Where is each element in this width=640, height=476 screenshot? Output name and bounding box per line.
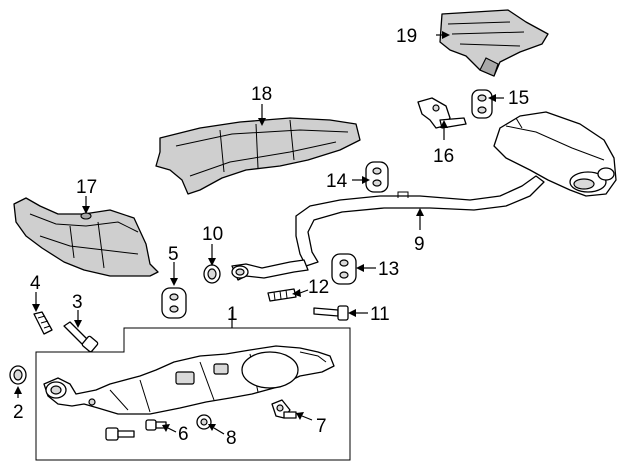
part-14-rubber-hanger [365, 161, 389, 193]
part-3-bolt [63, 321, 99, 353]
leader-lines [14, 31, 504, 435]
callout-5: 5 [168, 244, 179, 265]
part-1-converter-assembly [43, 345, 335, 415]
callout-8: 8 [226, 428, 237, 449]
part-10-gasket [203, 264, 221, 284]
callout-3: 3 [72, 292, 83, 313]
part-8-gasket [196, 414, 212, 430]
part-13-rubber-hanger [331, 253, 357, 285]
callout-19: 19 [396, 26, 417, 47]
callout-17: 17 [76, 177, 97, 198]
part-19-rear-heat-shield [439, 9, 549, 77]
part-9-center-pipe [231, 175, 545, 281]
callout-16: 16 [433, 146, 454, 167]
callout-13: 13 [378, 259, 399, 280]
callout-4: 4 [30, 273, 41, 294]
part-4-stud [33, 311, 53, 335]
callout-18: 18 [251, 84, 272, 105]
callout-labels: 19 18 15 16 14 17 9 10 5 13 12 11 4 3 1 … [13, 26, 529, 449]
callout-12: 12 [308, 277, 329, 298]
part-7-sensor [271, 399, 297, 419]
part-18-center-heat-shield [155, 117, 361, 195]
part-muffler-assembly [493, 111, 617, 197]
part-1-group-box [35, 327, 351, 461]
part-17-front-heat-shield [13, 197, 159, 277]
part-6-bolt [105, 419, 167, 441]
callout-2: 2 [13, 402, 24, 423]
callout-11: 11 [370, 304, 390, 325]
part-2-gasket [9, 365, 27, 385]
callout-15: 15 [508, 88, 529, 109]
callout-9: 9 [414, 234, 425, 255]
part-11-bolt [313, 305, 349, 321]
part-16-hanger-bracket [417, 97, 467, 129]
part-5-rubber-hanger [161, 287, 187, 319]
callout-10: 10 [202, 224, 223, 245]
callout-6: 6 [178, 424, 189, 445]
part-12-stud [267, 288, 297, 302]
part-15-rubber-hanger [471, 89, 493, 119]
callout-1: 1 [227, 304, 238, 325]
callout-7: 7 [316, 416, 327, 437]
callout-14: 14 [326, 171, 348, 192]
